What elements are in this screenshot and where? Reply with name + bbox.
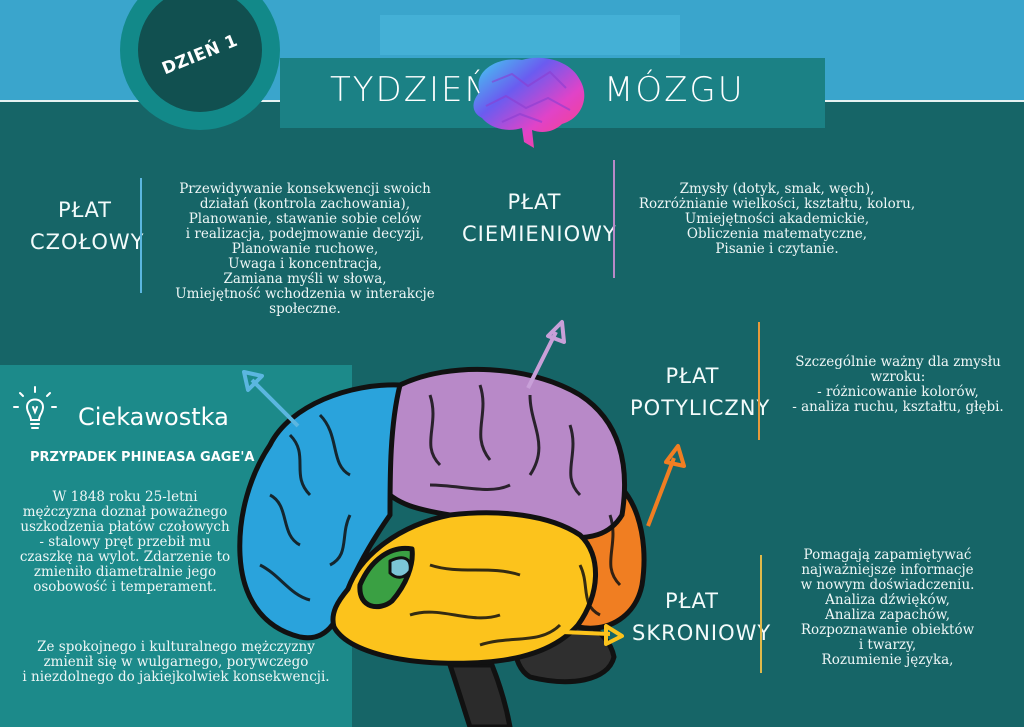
frontal-line: Uwaga i koncentracja,: [228, 256, 382, 272]
frontal-lobe: [237, 382, 403, 641]
frontal-line: społeczne.: [269, 301, 341, 317]
story-paragraph-1: W 1848 roku 25-letni mężczyzna doznał po…: [0, 490, 250, 595]
case-title: PRZYPADEK PHINEASA GAGE'A: [30, 450, 255, 465]
temporal-line: i twarzy,: [858, 637, 917, 653]
story-line: Ze spokojnego i kulturalnego mężczyzny: [37, 639, 315, 655]
parietal-lobe-title: PŁAT CIEMIENIOWY: [462, 186, 617, 250]
parietal-line: Pisanie i czytanie.: [715, 241, 839, 257]
brain-stem: [447, 662, 513, 727]
occipital-line: - różnicowanie kolorów,: [817, 384, 979, 400]
frontal-arrow: [242, 370, 300, 428]
story-line: osobowość i temperament.: [33, 579, 217, 595]
occipital-title-line1: PŁAT: [665, 364, 720, 388]
temporal-divider: [760, 555, 762, 673]
parietal-title-line1: PŁAT: [507, 190, 562, 214]
temporal-line: najważniejsze informacje: [801, 562, 974, 578]
parietal-line: Obliczenia matematyczne,: [686, 226, 868, 242]
temporal-line: w nowym doświadczeniu.: [800, 577, 975, 593]
temporal-line: Pomagają zapamiętywać: [803, 547, 972, 563]
temporal-lobe-title: PŁAT SKRONIOWY: [632, 585, 772, 649]
frontal-line: Planowanie ruchowe,: [231, 241, 379, 257]
story-line: W 1848 roku 25-letni: [52, 489, 198, 505]
lightbulb-icon: [13, 386, 57, 429]
occipital-title-line2: POTYLICZNY: [630, 396, 771, 420]
header-accent: [380, 15, 680, 55]
temporal-line: Rozumienie języka,: [821, 652, 954, 668]
temporal-line: Analiza zapachów,: [824, 607, 951, 623]
temporal-title-line2: SKRONIOWY: [632, 621, 772, 645]
occipital-arrow: [646, 444, 686, 527]
frontal-line: Zamiana myśli w słowa,: [223, 271, 387, 287]
frontal-line: Przewidywanie konsekwencji swoich: [179, 181, 431, 197]
parietal-divider: [613, 160, 615, 278]
temporal-line: Analiza dźwięków,: [825, 592, 950, 608]
colorful-brain-icon: [473, 57, 585, 148]
fact-title: Ciekawostka: [78, 403, 229, 431]
temporal-arrow: [561, 624, 624, 646]
story-line: i niezdolnego do jakiejkolwiek konsekwen…: [22, 669, 330, 685]
occipital-divider: [758, 322, 760, 440]
day-badge: [138, 0, 262, 112]
frontal-lobe-title: PŁAT CZOŁOWY: [30, 194, 145, 258]
parietal-arrow: [526, 320, 566, 389]
occipital-line: Szczególnie ważny dla zmysłu: [795, 354, 1001, 370]
occipital-lobe-title: PŁAT POTYLICZNY: [630, 360, 771, 424]
temporal-description: Pomagają zapamiętywać najważniejsze info…: [775, 548, 1000, 668]
story-paragraph-2: Ze spokojnego i kulturalnego mężczyzny z…: [2, 640, 350, 685]
occipital-description: Szczególnie ważny dla zmysłu wzroku: - r…: [772, 355, 1024, 415]
frontal-line: Planowanie, stawanie sobie celów: [188, 211, 422, 227]
title-left: TYDZIEŃ: [330, 70, 492, 110]
frontal-divider: [140, 178, 142, 293]
frontal-description: Przewidywanie konsekwencji swoich działa…: [155, 182, 455, 317]
frontal-title-line2: CZOŁOWY: [30, 230, 145, 254]
title-right: MÓZGU: [604, 70, 745, 110]
story-line: mężczyzna doznał poważnego: [22, 504, 228, 520]
temporal-line: Rozpoznawanie obiektów: [800, 622, 975, 638]
occipital-line: wzroku:: [870, 369, 926, 385]
temporal-title-line1: PŁAT: [664, 589, 720, 613]
parietal-line: Zmysły (dotyk, smak, węch),: [679, 181, 875, 197]
occipital-line: - analiza ruchu, kształtu, głębi.: [792, 399, 1004, 415]
parietal-title-line2: CIEMIENIOWY: [462, 222, 617, 246]
parietal-description: Zmysły (dotyk, smak, węch), Rozróżnianie…: [622, 182, 932, 257]
story-line: zmienił się w wulgarnego, porywczego: [43, 654, 309, 670]
frontal-line: działań (kontrola zachowania),: [199, 196, 411, 212]
frontal-title-line1: PŁAT: [57, 198, 113, 222]
frontal-line: i realizacja, podejmowanie decyzji,: [185, 226, 425, 242]
story-line: czaszkę na wylot. Zdarzenie to: [19, 549, 231, 565]
story-line: uszkodzenia płatów czołowych: [20, 519, 230, 535]
story-line: zmieniło diametralnie jego: [33, 564, 217, 580]
brain-illustration: [237, 366, 647, 727]
story-line: - stalowy pręt przebił mu: [39, 534, 211, 550]
insula-highlight: [388, 556, 412, 579]
frontal-line: Umiejętność wchodzenia w interakcje: [175, 286, 435, 302]
parietal-line: Rozróżnianie wielkości, kształtu, koloru…: [638, 196, 916, 212]
parietal-line: Umiejętności akademickie,: [684, 211, 870, 227]
